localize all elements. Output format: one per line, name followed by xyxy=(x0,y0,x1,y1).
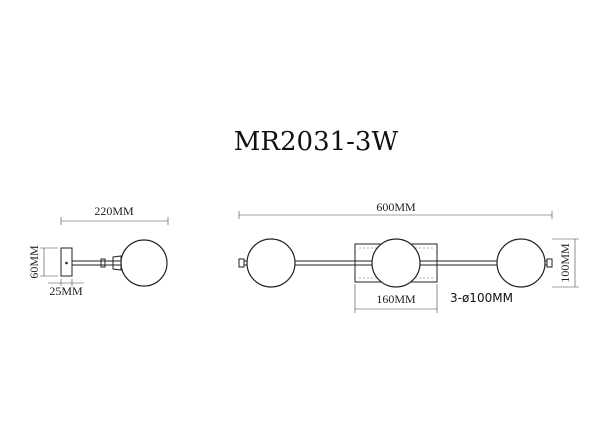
front-globe-right xyxy=(496,238,546,288)
front-end-cap-left xyxy=(238,258,245,268)
front-width-label: 600MM xyxy=(376,200,416,214)
side-width-label: 220MM xyxy=(94,204,134,218)
front-view: 600MM 100MM 160MM 3-ø100MM xyxy=(238,200,579,313)
side-base-label: 25MM xyxy=(49,284,83,298)
side-mount-dot xyxy=(65,261,68,265)
side-globe xyxy=(120,239,168,287)
model-title: MR2031-3W xyxy=(234,127,399,157)
front-plate-label: 160MM xyxy=(376,292,416,306)
front-end-cap-right xyxy=(546,258,553,268)
front-height-label: 100MM xyxy=(558,243,572,283)
front-globe-center xyxy=(371,238,421,288)
side-wall-plate xyxy=(60,247,73,277)
side-arm-joint xyxy=(100,258,106,268)
side-height-label: 60MM xyxy=(27,245,41,279)
side-socket xyxy=(112,255,122,271)
globe-spec-label: 3-ø100MM xyxy=(450,291,513,305)
front-globe-left xyxy=(246,238,296,288)
side-view: 220MM 60MM 25MM xyxy=(27,204,169,298)
